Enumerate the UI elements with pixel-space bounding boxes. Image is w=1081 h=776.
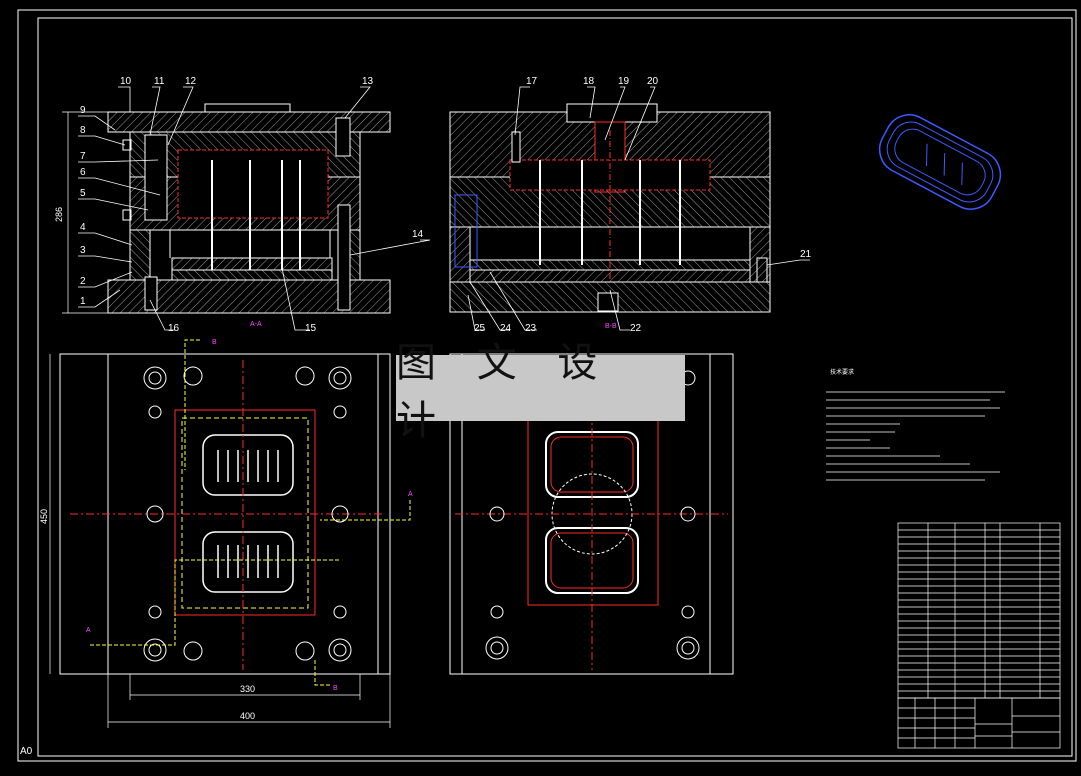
part-label-17: 17 — [526, 76, 538, 87]
part-label-5: 5 — [80, 188, 86, 199]
part-label-10: 10 — [120, 76, 132, 87]
part-label-9: 9 — [80, 105, 86, 116]
part-label-24: 24 — [500, 323, 512, 334]
technical-notes: 技术要求 — [826, 368, 1005, 481]
inner-border — [37, 17, 1073, 757]
part-label-14: 14 — [412, 229, 424, 240]
product-isometric-view — [878, 114, 1002, 210]
part-label-11: 11 — [154, 76, 165, 87]
section-mark-a-left: A — [86, 627, 91, 634]
part-label-19: 19 — [618, 76, 630, 87]
section-mark-b-top: B — [212, 339, 217, 346]
section-mark-b-bottom: B — [333, 685, 338, 692]
fixed-half-plan-view — [59, 339, 411, 686]
dimension-lines — [49, 111, 391, 728]
parts-list-table — [897, 522, 1061, 699]
dim-width-outer: 400 — [240, 711, 255, 721]
part-label-15: 15 — [305, 323, 317, 334]
sheet-size-label: A0 — [20, 746, 33, 757]
part-label-18: 18 — [583, 76, 595, 87]
part-label-22: 22 — [630, 323, 642, 334]
part-label-6: 6 — [80, 167, 86, 178]
watermark-banner: 图 文 设 计 — [396, 340, 685, 444]
front-section-view — [107, 103, 391, 314]
part-label-23: 23 — [525, 323, 537, 334]
part-label-3: 3 — [80, 245, 86, 256]
part-label-21: 21 — [800, 249, 812, 260]
dim-height-plan: 450 — [39, 509, 49, 524]
section-mark-a-right: A — [408, 491, 413, 498]
part-label-13: 13 — [362, 76, 374, 87]
part-label-16: 16 — [168, 323, 180, 334]
section-label-aa: A-A — [250, 321, 262, 328]
leader-lines — [78, 86, 810, 331]
part-label-25: 25 — [474, 323, 486, 334]
part-label-8: 8 — [80, 125, 86, 136]
part-label-12: 12 — [185, 76, 197, 87]
part-label-4: 4 — [80, 222, 86, 233]
part-label-7: 7 — [80, 151, 86, 162]
outer-border — [17, 9, 1077, 762]
tech-notes-title: 技术要求 — [830, 368, 854, 376]
side-section-view — [449, 103, 771, 313]
dim-height-front: 286 — [54, 207, 64, 222]
watermark-text: 图 文 设 计 — [396, 340, 612, 444]
title-block — [897, 697, 1061, 749]
section-label-bb: B-B — [605, 323, 617, 330]
moving-half-plan-view — [449, 353, 734, 675]
part-label-20: 20 — [647, 76, 659, 87]
part-label-2: 2 — [80, 276, 86, 287]
part-label-1: 1 — [80, 296, 86, 307]
dim-width-inner: 330 — [240, 684, 255, 694]
